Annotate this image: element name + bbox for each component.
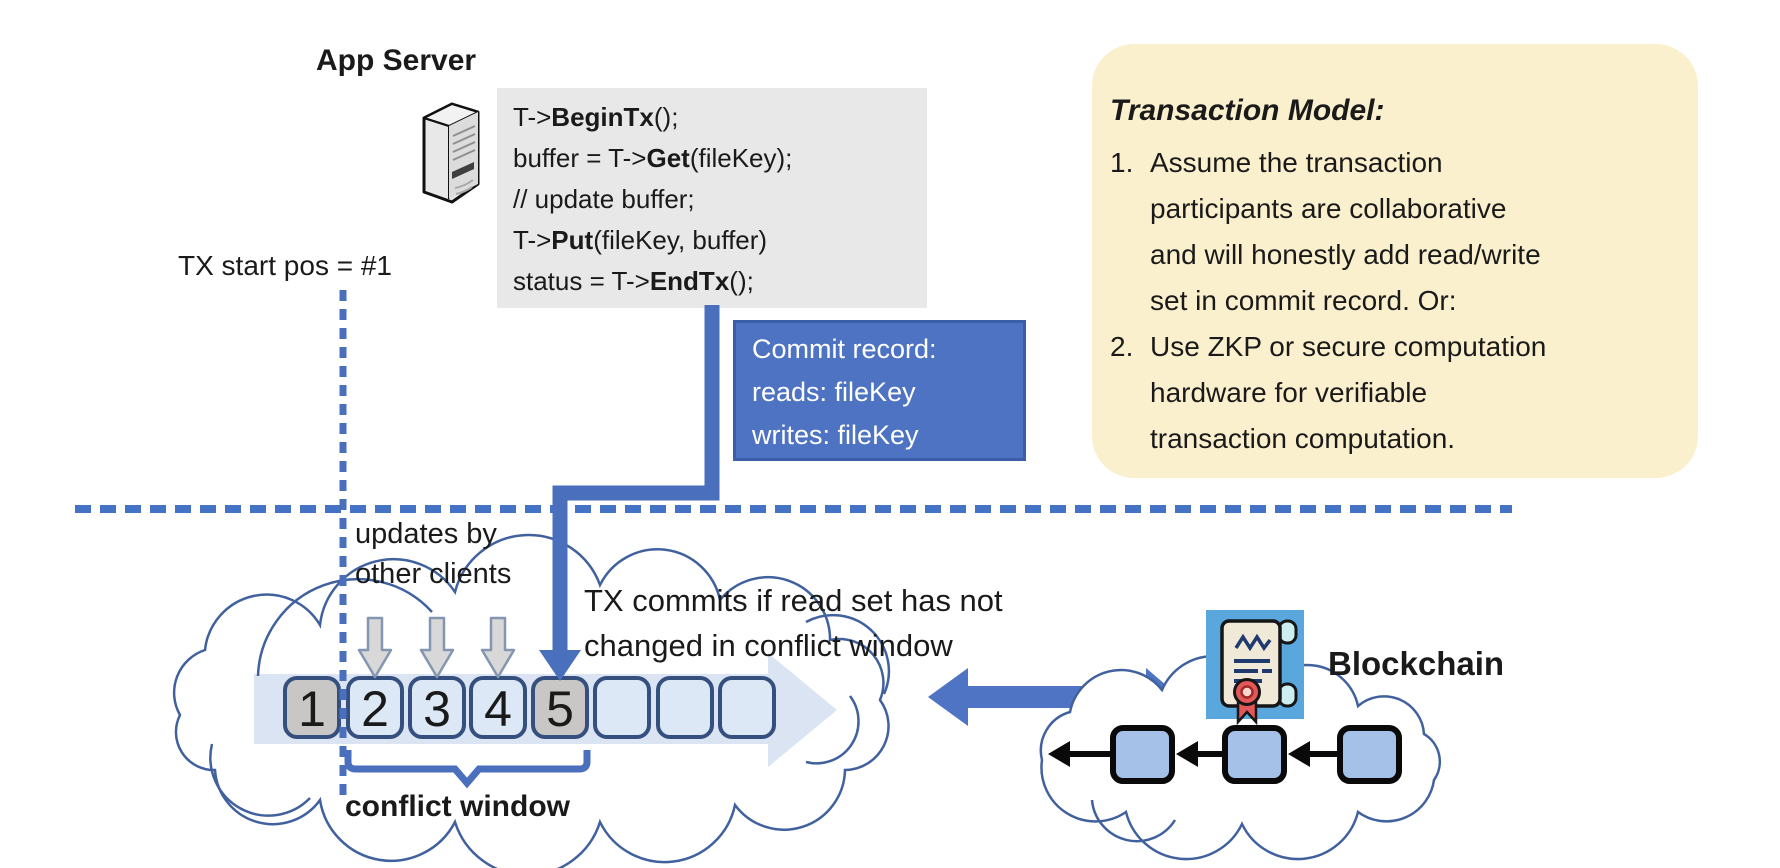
ledger-slot-box (718, 676, 776, 739)
conflict-window-brace (344, 750, 591, 789)
server-vent-lines (452, 125, 476, 161)
blockchain-label: Blockchain (1328, 645, 1505, 682)
code-line: T->Put(fileKey, buffer) (513, 220, 927, 261)
code-text: (fileKey); (689, 143, 793, 173)
chain-link-arrowheads (1048, 741, 1310, 767)
ledger-slot-box (656, 676, 714, 739)
update-arrows (357, 616, 516, 679)
slot-number: 3 (423, 681, 451, 737)
blockchain-cloud (1039, 654, 1442, 861)
code-text: (); (653, 102, 679, 132)
tx-start-pos-label: TX start pos = #1 (178, 250, 392, 281)
code-text: (); (729, 266, 754, 296)
timeline-band-arrowhead (768, 653, 837, 767)
cloud-curls (209, 577, 891, 817)
transaction-model-item: 2. Use ZKP or secure computation hardwar… (1110, 324, 1670, 462)
sync-double-arrow (928, 668, 1180, 726)
code-line: T->BeginTx(); (513, 97, 927, 138)
commit-record-reads: reads: fileKey (752, 377, 916, 407)
scroll-squiggle (1234, 633, 1272, 652)
transaction-model-item: 1. Assume the transaction participants a… (1110, 140, 1670, 324)
ledger-slot-box (283, 676, 341, 739)
cloud-curl (1090, 799, 1177, 843)
slot-number: 2 (361, 681, 389, 737)
update-arrow-icon (357, 616, 393, 679)
updates-by-other-clients-label: updates by other clients (355, 518, 512, 590)
code-line: buffer = T->Get(fileKey); (513, 138, 927, 179)
code-text: // update buffer; (513, 184, 695, 214)
list-text: Assume the transaction participants are … (1150, 147, 1541, 316)
blockchain-blocks (1110, 725, 1402, 784)
update-arrow-icon (480, 616, 516, 679)
chain-arrowhead (1048, 741, 1070, 767)
commit-flow-path (552, 305, 720, 652)
chain-arrowhead (1176, 741, 1198, 767)
transaction-code-block: T->BeginTx(); buffer = T->Get(fileKey); … (497, 88, 927, 308)
blockchain-block (1110, 725, 1175, 784)
code-keyword: Get (646, 143, 690, 173)
code-text: buffer = T-> (513, 143, 647, 173)
blockchain-block (1337, 725, 1402, 784)
commit-record-box: Commit record: reads: fileKey writes: fi… (733, 320, 1026, 461)
code-text: status = T-> (513, 266, 650, 296)
code-text: (fileKey, buffer) (593, 225, 768, 255)
commit-record-title: Commit record: (752, 334, 937, 364)
app-server-title: App Server (316, 44, 477, 77)
ledger-slot-box (593, 676, 651, 739)
commit-flow-arrow (539, 305, 720, 681)
update-arrow-icon (419, 616, 455, 679)
blockchain-block (1222, 725, 1287, 784)
server-tower-icon (422, 102, 480, 204)
conflict-window-label: conflict window (345, 790, 570, 823)
commit-record-writes: writes: fileKey (752, 420, 919, 450)
code-text: T-> (513, 102, 552, 132)
code-line: status = T->EndTx(); (513, 261, 927, 302)
code-line: // update buffer; (513, 179, 927, 220)
ledger-slot-boxes: 1 2 3 4 5 (283, 676, 776, 739)
chain-arrowhead (1288, 741, 1310, 767)
slot-number: 5 (546, 681, 574, 737)
server-drive-slot (452, 162, 474, 179)
list-text: Use ZKP or secure computation hardware f… (1150, 331, 1547, 454)
code-text: T-> (513, 225, 552, 255)
code-keyword: EndTx (649, 266, 730, 296)
slot-number: 4 (484, 681, 512, 737)
seal-rosette-center (1240, 685, 1254, 699)
tx-commit-condition-note: TX commits if read set has not changed i… (584, 583, 1003, 663)
list-number: 2. (1110, 331, 1134, 362)
code-keyword: BeginTx (551, 102, 654, 132)
commit-flow-arrowhead (539, 650, 581, 681)
transaction-model-note: Transaction Model: 1. Assume the transac… (1092, 44, 1698, 478)
server-shading (454, 179, 474, 195)
transaction-model-title: Transaction Model: (1110, 94, 1385, 127)
list-number: 1. (1110, 147, 1134, 178)
code-keyword: Put (551, 225, 594, 255)
certificate-scroll-icon (1206, 610, 1304, 726)
slot-number: 1 (298, 681, 326, 737)
